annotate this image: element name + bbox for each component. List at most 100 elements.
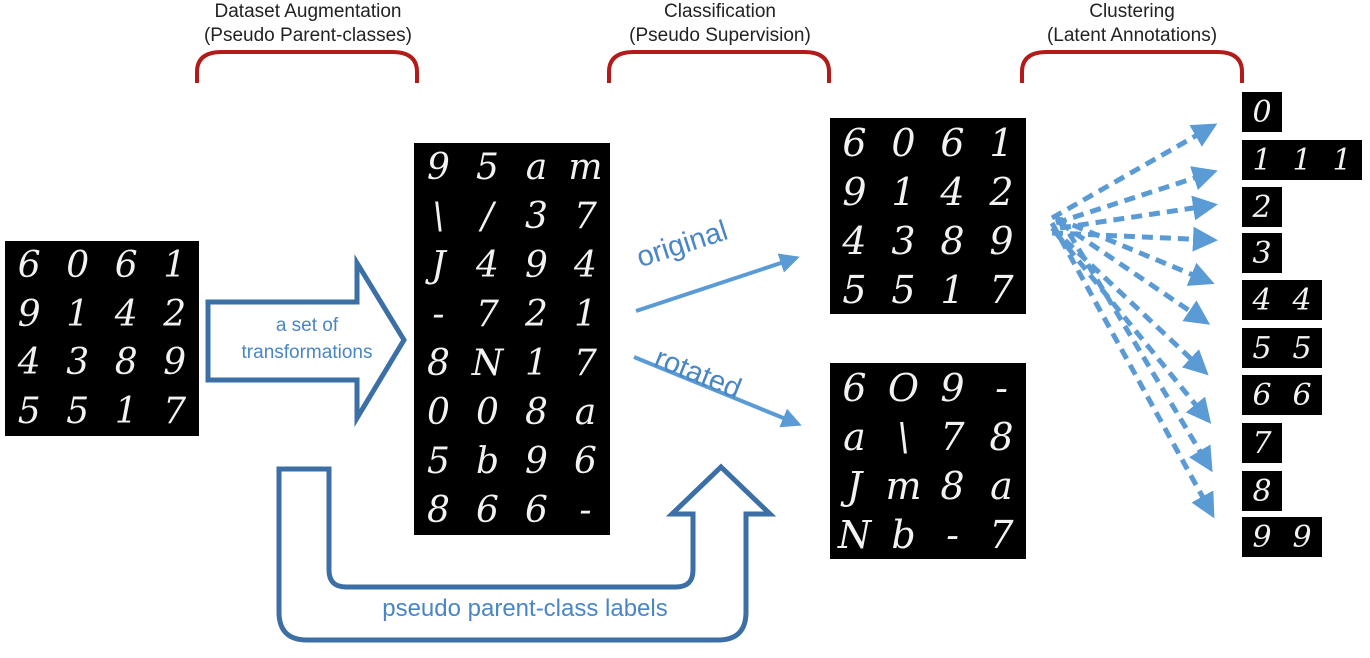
digit-cell: a [843, 414, 866, 459]
cluster-arrow [1050, 123, 1218, 221]
digit-cell: 3 [891, 218, 916, 263]
digit-cell: 1 [114, 391, 138, 433]
digit-cell: 9 [989, 218, 1014, 263]
transform-label-line2: transformations [241, 342, 373, 363]
cluster-arrow [1055, 166, 1218, 226]
digit-cell: 6 [940, 120, 965, 165]
digit-cell: 3 [525, 196, 548, 237]
classification-title: Classification [664, 1, 776, 22]
digit-cell: \ [897, 414, 910, 459]
digit-cell: 2 [163, 293, 187, 335]
digit-cell: O [887, 365, 920, 410]
digit-cell: 5 [842, 267, 867, 312]
digit-cell: 6 [114, 244, 138, 286]
digit-cell: 7 [476, 294, 499, 335]
digit-cell: 7 [163, 391, 187, 433]
cluster-arrow [1059, 195, 1218, 231]
cluster-arrow [1057, 216, 1213, 473]
augmentation-subtitle: (Pseudo Parent-classes) [203, 25, 413, 46]
digit-cell: 5 [17, 391, 41, 433]
pseudo-label-arrow [276, 463, 777, 643]
digit-cell: 9 [163, 342, 187, 384]
digit-cell: 8 [114, 342, 138, 384]
digit-cell: 9 [525, 245, 548, 286]
digit-cell: 7 [574, 343, 597, 384]
digit-cell: 7 [989, 267, 1014, 312]
digit-cell: m [568, 147, 603, 188]
cluster-strip: 2 [1242, 187, 1282, 227]
cluster-digit: 1 [1292, 142, 1312, 178]
digit-cell: 1 [574, 294, 597, 335]
digit-cell: 1 [525, 343, 548, 384]
digit-cell: - [579, 490, 592, 531]
digit-cell: 0 [66, 244, 90, 286]
digit-cell: 1 [163, 244, 187, 286]
digit-cell: 7 [574, 196, 597, 237]
digit-cell: 4 [842, 218, 867, 263]
cluster-digit: 9 [1292, 519, 1312, 555]
digit-cell: 3 [66, 342, 90, 384]
digit-cell: - [432, 294, 445, 335]
digit-cell: 6 [842, 120, 867, 165]
digit-cell: 5 [66, 391, 90, 433]
digit-cell: 7 [940, 414, 965, 459]
clustering-bracket [1020, 50, 1244, 83]
digit-cell: 8 [427, 343, 450, 384]
cluster-strip: 0 [1242, 92, 1282, 132]
cluster-digit: 6 [1252, 377, 1272, 413]
digit-cell: 8 [427, 490, 450, 531]
digit-cell: 8 [940, 218, 965, 263]
cluster-arrow [1049, 221, 1215, 519]
clustering-fan [1049, 123, 1218, 519]
digit-cell: 9 [940, 365, 965, 410]
transformation-arrow [205, 254, 407, 427]
digit-cell: b [475, 441, 500, 482]
cluster-digit: 1 [1252, 142, 1272, 178]
cluster-strip: 3 [1242, 233, 1282, 273]
digit-cell: - [995, 365, 1008, 410]
digit-cell: 5 [476, 147, 499, 188]
digit-cell: 7 [989, 512, 1014, 557]
digit-cell: 1 [891, 169, 916, 214]
cluster-arrow [1055, 215, 1215, 286]
augmentation-header: Dataset Augmentation (Pseudo Parent-clas… [158, 0, 458, 48]
cluster-digit: 1 [1332, 142, 1352, 178]
digit-cell: - [946, 512, 959, 557]
digit-cell: b [891, 512, 916, 557]
digit-cell: 2 [525, 294, 548, 335]
cluster-digit: 7 [1252, 425, 1272, 461]
digit-cell: 4 [476, 245, 499, 286]
digit-cell: 2 [989, 169, 1014, 214]
digit-cell: 6 [476, 490, 499, 531]
cluster-digit: 4 [1252, 282, 1272, 318]
cluster-strip: 8 [1242, 471, 1282, 511]
transform-label: a set of transformations [212, 312, 402, 366]
clustering-header: Clustering (Latent Annotations) [982, 0, 1282, 48]
digit-cell: 9 [17, 293, 41, 335]
clustering-subtitle: (Latent Annotations) [1046, 25, 1218, 46]
transform-label-line1: a set of [275, 315, 339, 336]
digit-cell: 8 [940, 463, 965, 508]
cluster-digit: 8 [1252, 473, 1272, 509]
cluster-arrow [1054, 231, 1212, 424]
cluster-arrow [1058, 220, 1211, 325]
pseudo-labels-label: pseudo parent-class labels [382, 595, 668, 622]
digit-cell: J [846, 463, 863, 508]
digit-cell: 8 [525, 392, 548, 433]
digit-cell: m [885, 463, 922, 508]
cluster-strip: 7 [1242, 423, 1282, 463]
cluster-digit: 3 [1252, 235, 1272, 271]
digit-cell: \ [432, 196, 445, 237]
